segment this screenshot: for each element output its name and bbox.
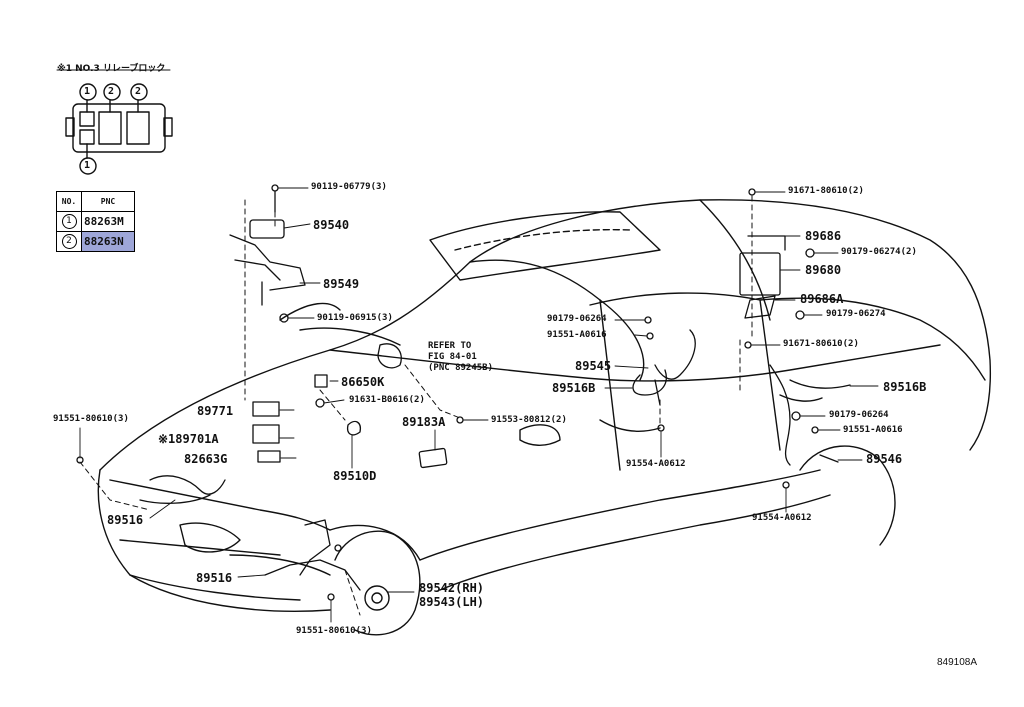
pnc-table: NO. PNC 1 88263M 2 88263N	[56, 191, 135, 252]
pnc-table-header-pnc: PNC	[81, 191, 135, 212]
part-label[interactable]: 91554-A0612	[626, 459, 686, 469]
part-label[interactable]: 82663G	[184, 452, 228, 466]
part-label[interactable]: 91551-80610(3)	[296, 626, 372, 636]
part-label[interactable]: 86650K	[341, 375, 385, 389]
car-body-outline	[97, 199, 992, 636]
part-label[interactable]: 89516	[107, 513, 144, 527]
component-parts	[76, 184, 851, 601]
part-label[interactable]: 89543(LH)	[419, 595, 485, 609]
part-label[interactable]: 89542(RH)	[419, 581, 485, 595]
part-label[interactable]: 89546	[866, 452, 903, 466]
table-row: 2 88263N	[56, 231, 135, 252]
part-label[interactable]: 89771	[197, 404, 234, 418]
part-label[interactable]: 89686A	[800, 292, 844, 306]
relay-block-title: ※1 NO.3 リレーブロック	[57, 64, 166, 74]
part-label[interactable]: 89686	[805, 229, 842, 243]
leader-lines	[79, 187, 879, 623]
part-label[interactable]: 90179-06274	[826, 309, 886, 319]
pnc-row-value-highlighted[interactable]: 88263N	[81, 231, 135, 252]
part-label[interactable]: 89549	[323, 277, 360, 291]
figure-id: 849108A	[937, 657, 978, 668]
pnc-row-no: 1	[61, 214, 77, 229]
part-label[interactable]: 91553-80812(2)	[491, 415, 567, 425]
pnc-row-no: 2	[61, 234, 77, 249]
relay-callout-2: 2	[108, 86, 115, 97]
part-label[interactable]: 91631-B0616(2)	[349, 395, 425, 405]
relay-callout-3: 2	[135, 86, 142, 97]
assembly-dashes	[79, 195, 753, 616]
part-label[interactable]: 91551-80610(3)	[53, 414, 129, 424]
part-label[interactable]: 89516B	[552, 381, 596, 395]
part-label[interactable]: 89183A	[402, 415, 446, 429]
part-label[interactable]: 89680	[805, 263, 842, 277]
part-label[interactable]: 91551-A0616	[547, 330, 607, 340]
refer-note: REFER TO FIG 84-01 (PNC 89245B)	[428, 341, 494, 373]
part-label[interactable]: 89510D	[333, 469, 377, 483]
part-label[interactable]: 90179-06264	[829, 410, 889, 420]
part-label[interactable]: 90119-06915(3)	[317, 313, 393, 323]
table-row: 1 88263M	[56, 211, 135, 232]
relay-callout-4: 1	[84, 160, 91, 171]
part-label[interactable]: 89540	[313, 218, 350, 232]
relay-callout-1: 1	[84, 86, 91, 97]
relay-block-drawing	[65, 83, 173, 175]
part-label[interactable]: 90179-06264	[547, 314, 607, 324]
part-label[interactable]: ※189701A	[158, 432, 219, 446]
part-label[interactable]: 91554-A0612	[752, 513, 812, 523]
part-label[interactable]: 91551-A0616	[843, 425, 903, 435]
part-label[interactable]: 89516	[196, 571, 233, 585]
part-label[interactable]: 90179-06274(2)	[841, 247, 917, 257]
part-label[interactable]: 91671-80610(2)	[783, 339, 859, 349]
part-label[interactable]: 90119-06779(3)	[311, 182, 387, 192]
pnc-row-value[interactable]: 88263M	[81, 211, 135, 232]
part-label[interactable]: 89516B	[883, 380, 927, 394]
pnc-table-header-no: NO.	[56, 191, 82, 212]
part-label[interactable]: 91671-80610(2)	[788, 186, 864, 196]
part-label[interactable]: 89545	[575, 359, 612, 373]
